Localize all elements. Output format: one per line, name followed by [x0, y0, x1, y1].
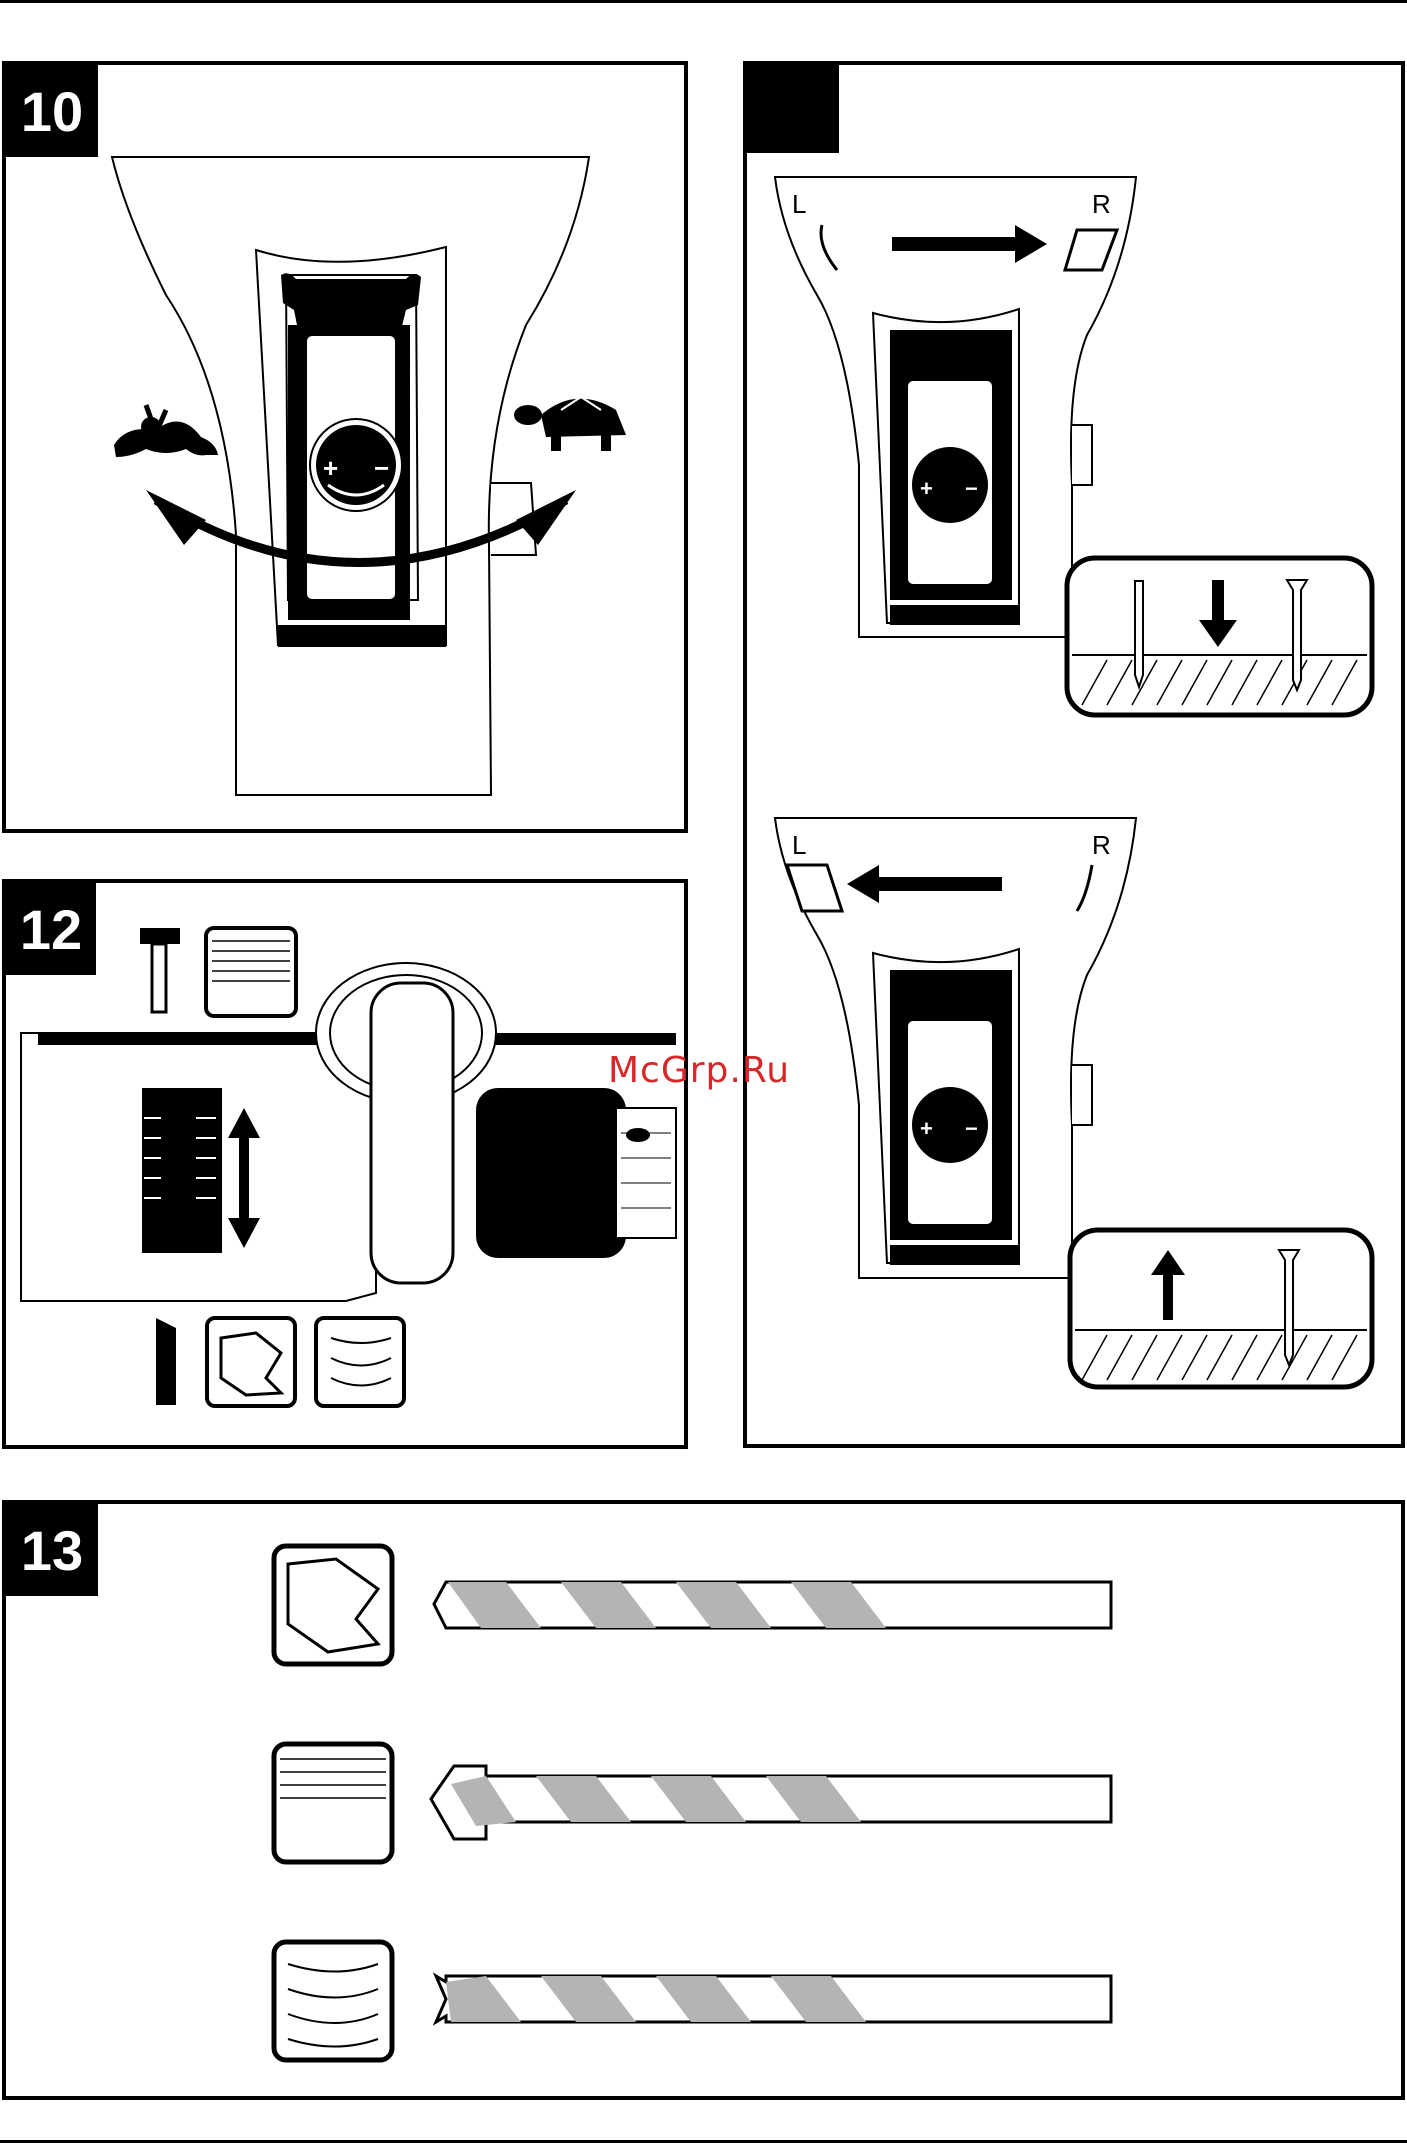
arrow-left-shaft — [877, 877, 1002, 891]
speed-plus-label-top: + — [920, 476, 933, 501]
speed-plus-label: + — [323, 453, 338, 483]
wood-drill-row — [274, 1942, 1111, 2060]
arrow-down-icon — [1212, 580, 1224, 625]
hare-icon — [114, 405, 218, 457]
speed-minus-label-bottom: − — [965, 1116, 978, 1141]
metal-icon — [274, 1546, 392, 1664]
brick-icon — [274, 1744, 392, 1862]
metal-icon — [207, 1318, 295, 1406]
top-rule — [0, 0, 1407, 3]
speed-wheel[interactable]: + − — [310, 419, 402, 511]
metal-drill-row — [274, 1546, 1111, 1664]
figure-10-panel: 10 + − — [2, 61, 688, 833]
brick-icon — [206, 928, 296, 1016]
wood-icon — [316, 1318, 404, 1406]
speed-minus-label: − — [374, 453, 389, 483]
figure-13-illustration — [6, 1504, 1405, 2100]
auxiliary-handle-ring — [371, 983, 453, 1283]
chuck — [476, 1088, 626, 1258]
drill-bit-icon — [1135, 581, 1143, 687]
tortoise-icon — [514, 397, 626, 451]
figure-12-panel: 12 — [2, 879, 688, 1449]
speed-plus-label-bottom: + — [920, 1116, 933, 1141]
metal-drill-bit — [434, 1582, 1111, 1628]
reverse-rotation-drill: + − L R — [775, 818, 1372, 1387]
masonry-drill-row — [274, 1744, 1111, 1862]
figure-10-illustration: + − — [6, 65, 688, 833]
left-label-bottom: L — [792, 830, 806, 860]
forward-rotation-drill: + − L R — [775, 177, 1372, 715]
figure-13-panel: 13 — [2, 1500, 1405, 2100]
right-label-top: R — [1092, 189, 1111, 219]
depth-scale — [142, 1088, 222, 1253]
bottom-bar — [278, 625, 446, 647]
unscrewing-inset — [1070, 1230, 1372, 1387]
watermark: McGrp.Ru — [608, 1050, 790, 1091]
arrow-right-shaft — [892, 237, 1017, 251]
drilling-inset — [1067, 558, 1372, 715]
speed-minus-label-top: − — [965, 476, 978, 501]
figure-11-panel: + − L R — [743, 61, 1405, 1448]
wood-icon — [274, 1942, 392, 2060]
masonry-drill-bit — [431, 1766, 1111, 1839]
figure-12-illustration — [6, 883, 688, 1449]
trigger-cap — [281, 273, 421, 330]
bottom-rule — [0, 2140, 1407, 2143]
left-label-top: L — [792, 189, 806, 219]
right-label-bottom: R — [1092, 830, 1111, 860]
wood-drill-bit — [436, 1976, 1111, 2022]
figure-11-illustration: + − L R — [747, 65, 1405, 1448]
hammer-icon — [140, 928, 180, 1012]
drill-bit-icon — [156, 1318, 176, 1405]
